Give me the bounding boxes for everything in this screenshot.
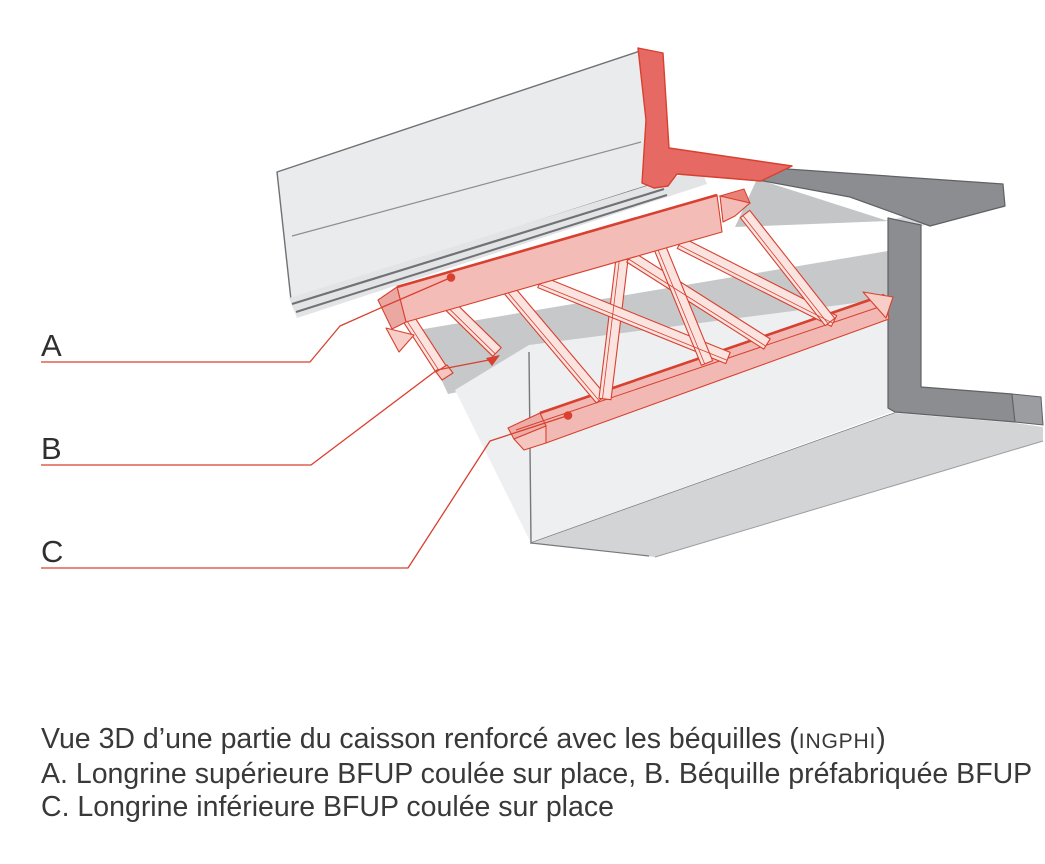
leader-line-c bbox=[41, 414, 569, 569]
brand-name: INGPHI bbox=[798, 730, 877, 753]
red-cut-section bbox=[637, 47, 793, 189]
leader-arrow-b bbox=[486, 355, 500, 366]
lower-longrine bbox=[507, 291, 894, 451]
label-a: A bbox=[41, 328, 63, 363]
caption-line-1: Vue 3D d’une partie du caisson renforcé … bbox=[41, 723, 886, 755]
label-c: C bbox=[41, 534, 64, 569]
struts bbox=[402, 209, 838, 404]
label-b: B bbox=[41, 431, 63, 466]
upper-longrine bbox=[377, 188, 751, 353]
caption-line-3: C. Longrine inférieure BFUP coulée sur p… bbox=[41, 790, 614, 823]
deck-slab bbox=[276, 50, 707, 318]
strut-cut-foot-1 bbox=[435, 364, 454, 381]
leader-dot-a bbox=[446, 273, 456, 282]
leader-dot-c bbox=[563, 411, 573, 420]
caption-line-2: A. Longrine supérieure BFUP coulée sur p… bbox=[41, 758, 1033, 791]
caption: Vue 3D d’une partie du caisson renforcé … bbox=[41, 723, 1045, 823]
leader-line-b bbox=[41, 359, 490, 466]
leader-lines bbox=[41, 273, 573, 569]
leader-line-a bbox=[41, 276, 452, 363]
girder-cross-section bbox=[735, 166, 1044, 426]
strut bbox=[739, 209, 836, 327]
